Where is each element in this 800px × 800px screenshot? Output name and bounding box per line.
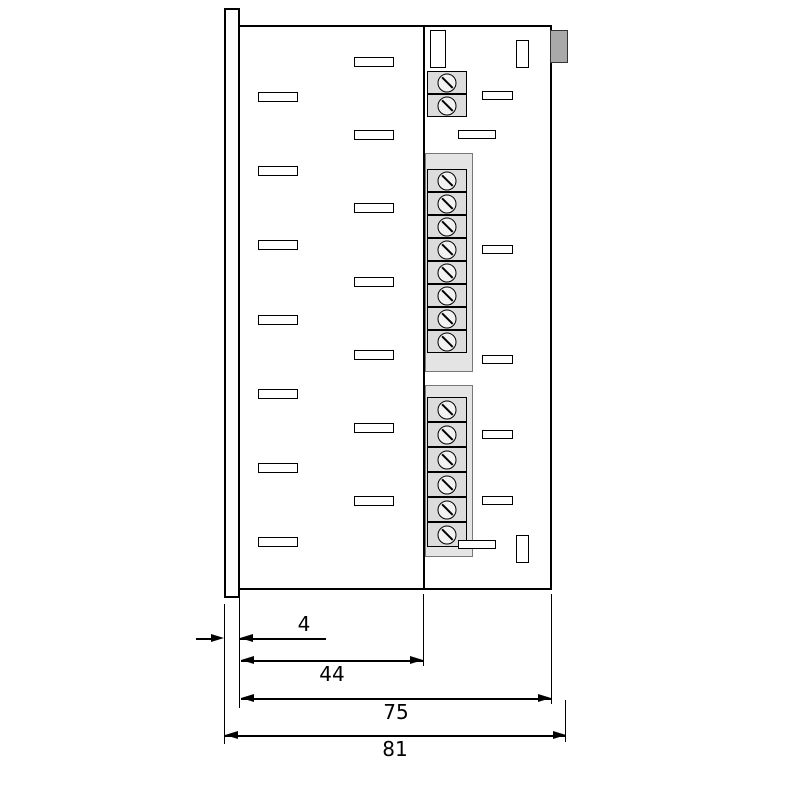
mount-slot-bottom-right bbox=[516, 535, 529, 563]
dimension-label-case-depth: 75 bbox=[383, 700, 409, 724]
terminal-screw bbox=[427, 307, 467, 330]
vent-slot bbox=[354, 277, 394, 287]
screw-head-icon bbox=[437, 332, 457, 351]
dimension-label-panel-thickness: 4 bbox=[297, 612, 311, 636]
vent-slot bbox=[354, 496, 394, 506]
terminal-screw bbox=[427, 71, 467, 94]
vent-slot bbox=[354, 203, 394, 213]
arrowhead-icon bbox=[241, 694, 254, 702]
extension-line bbox=[423, 594, 425, 666]
extension-line bbox=[224, 604, 226, 744]
screw-slot-icon bbox=[441, 335, 453, 348]
screw-head-icon bbox=[437, 194, 457, 213]
dimension-line-75 bbox=[241, 698, 551, 700]
vent-slot bbox=[258, 166, 298, 176]
arrowhead-icon bbox=[240, 634, 253, 642]
vent-slot bbox=[258, 240, 298, 250]
vent-slot bbox=[354, 423, 394, 433]
dimension-label-total-depth: 81 bbox=[382, 737, 408, 761]
screw-strip-top bbox=[427, 71, 467, 117]
screw-head-icon bbox=[437, 525, 457, 544]
screw-head-icon bbox=[437, 286, 457, 305]
dimension-label-front-depth: 44 bbox=[319, 662, 345, 686]
terminal-pin bbox=[458, 540, 496, 549]
vent-slot bbox=[354, 57, 394, 67]
screw-head-icon bbox=[437, 500, 457, 519]
terminal-screw bbox=[427, 261, 467, 284]
terminal-screw bbox=[427, 215, 467, 238]
mount-slot-top-right bbox=[516, 40, 529, 68]
extension-line bbox=[551, 594, 553, 704]
terminal-screw bbox=[427, 284, 467, 307]
screw-slot-icon bbox=[441, 453, 453, 466]
arrowhead-icon bbox=[211, 634, 224, 642]
screw-slot-icon bbox=[441, 478, 453, 491]
screw-head-icon bbox=[437, 400, 457, 419]
terminal-screw bbox=[427, 330, 467, 353]
screw-slot-icon bbox=[441, 243, 453, 256]
device-body bbox=[238, 25, 552, 590]
screw-slot-icon bbox=[441, 197, 453, 210]
rear-connector-tab bbox=[550, 30, 568, 63]
vent-slot bbox=[258, 92, 298, 102]
screw-slot-icon bbox=[441, 99, 453, 112]
extension-line bbox=[565, 700, 567, 742]
terminal-screw bbox=[427, 238, 467, 261]
vent-slot bbox=[354, 130, 394, 140]
screw-head-icon bbox=[437, 425, 457, 444]
terminal-pin bbox=[482, 355, 513, 364]
dimension-leader-4 bbox=[240, 638, 326, 640]
screw-head-icon bbox=[437, 217, 457, 236]
screw-slot-icon bbox=[441, 312, 453, 325]
dimension-line-44 bbox=[241, 660, 423, 662]
terminal-pin bbox=[482, 245, 513, 254]
vent-slot bbox=[258, 463, 298, 473]
dimension-line-4 bbox=[196, 638, 213, 640]
screw-head-icon bbox=[437, 475, 457, 494]
screw-slot-icon bbox=[441, 289, 453, 302]
dimension-line-81 bbox=[225, 735, 566, 737]
terminal-screw bbox=[427, 94, 467, 117]
extension-line bbox=[239, 596, 241, 708]
screw-head-icon bbox=[437, 96, 457, 115]
terminal-pin bbox=[482, 430, 513, 439]
arrowhead-icon bbox=[241, 656, 254, 664]
screw-strip-bottom bbox=[427, 397, 467, 547]
screw-slot-icon bbox=[441, 428, 453, 441]
terminal-screw bbox=[427, 497, 467, 522]
terminal-screw bbox=[427, 169, 467, 192]
terminal-pin bbox=[482, 91, 513, 100]
terminal-screw bbox=[427, 447, 467, 472]
terminal-screw bbox=[427, 422, 467, 447]
arrowhead-icon bbox=[225, 731, 238, 739]
terminal-screw bbox=[427, 192, 467, 215]
vent-slot bbox=[258, 389, 298, 399]
screw-strip-middle bbox=[427, 169, 467, 353]
inner-vertical-slot-top bbox=[430, 30, 446, 68]
screw-head-icon bbox=[437, 240, 457, 259]
vent-slot bbox=[258, 315, 298, 325]
arrowhead-icon bbox=[538, 694, 551, 702]
terminal-screw bbox=[427, 397, 467, 422]
screw-slot-icon bbox=[441, 266, 453, 279]
screw-slot-icon bbox=[441, 174, 453, 187]
screw-slot-icon bbox=[441, 528, 453, 541]
vent-slot bbox=[354, 350, 394, 360]
terminal-pin bbox=[482, 496, 513, 505]
terminal-pin bbox=[458, 130, 496, 139]
screw-head-icon bbox=[437, 450, 457, 469]
body-divider-line bbox=[423, 27, 426, 588]
screw-head-icon bbox=[437, 309, 457, 328]
terminal-screw bbox=[427, 472, 467, 497]
screw-head-icon bbox=[437, 171, 457, 190]
screw-slot-icon bbox=[441, 403, 453, 416]
screw-head-icon bbox=[437, 263, 457, 282]
screw-slot-icon bbox=[441, 220, 453, 233]
screw-slot-icon bbox=[441, 503, 453, 516]
arrowhead-icon bbox=[553, 731, 566, 739]
screw-head-icon bbox=[437, 73, 457, 92]
vent-slot bbox=[258, 537, 298, 547]
screw-slot-icon bbox=[441, 76, 453, 89]
arrowhead-icon bbox=[410, 656, 423, 664]
